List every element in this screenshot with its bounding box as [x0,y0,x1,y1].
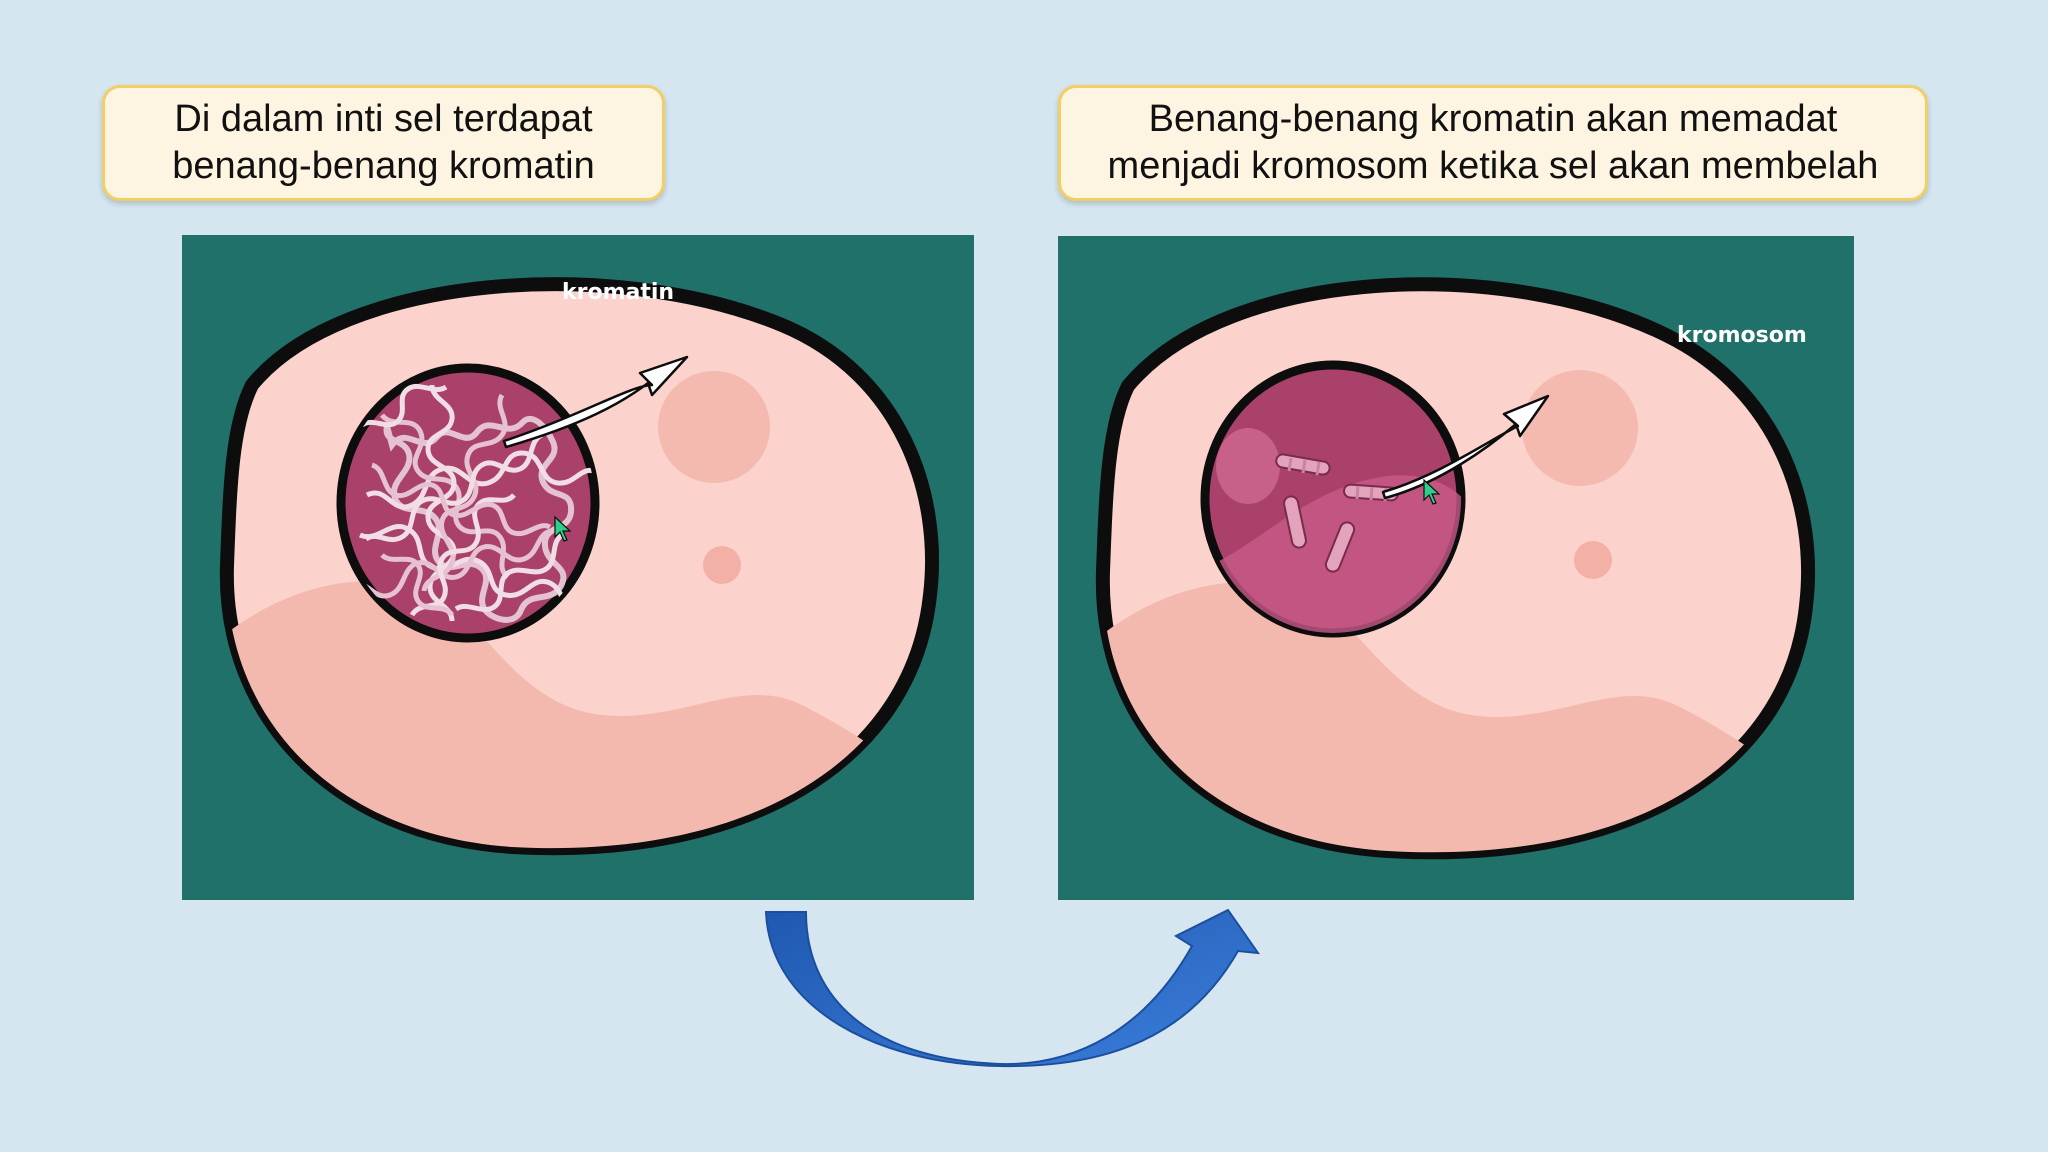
callout-chromosome-line2: menjadi kromosom ketika sel akan membela… [1107,145,1879,187]
kromatin-pointer-arrow [502,355,689,449]
organelle-large [658,371,770,483]
chromosome [1283,495,1307,549]
organelle-large [1522,370,1638,486]
cell-chromatin-panel [182,235,974,900]
chromosome [1324,521,1356,573]
cell-chromosome-illustration [1095,277,1816,860]
mouse-cursor-icon [554,515,572,542]
cell-chromatin-illustration [219,277,940,856]
organelle-small [703,546,741,584]
organelle-small [1574,541,1612,579]
cell-chromosome-panel [1058,236,1854,900]
callout-chromatin: Di dalam inti sel terdapat benang-benang… [102,85,665,201]
callout-chromatin-line1: Di dalam inti sel terdapat [174,98,593,140]
mouse-cursor-icon [1423,478,1441,505]
label-kromatin: kromatin [562,280,675,305]
callout-chromosome: Benang-benang kromatin akan memadat menj… [1058,85,1928,201]
label-kromosom: kromosom [1677,323,1807,348]
kromosom-pointer-arrow [1381,394,1550,500]
chromatin-threads [351,383,595,623]
callout-chromosome-line1: Benang-benang kromatin akan memadat [1148,98,1838,140]
callout-chromatin-line2: benang-benang kromatin [172,145,595,187]
